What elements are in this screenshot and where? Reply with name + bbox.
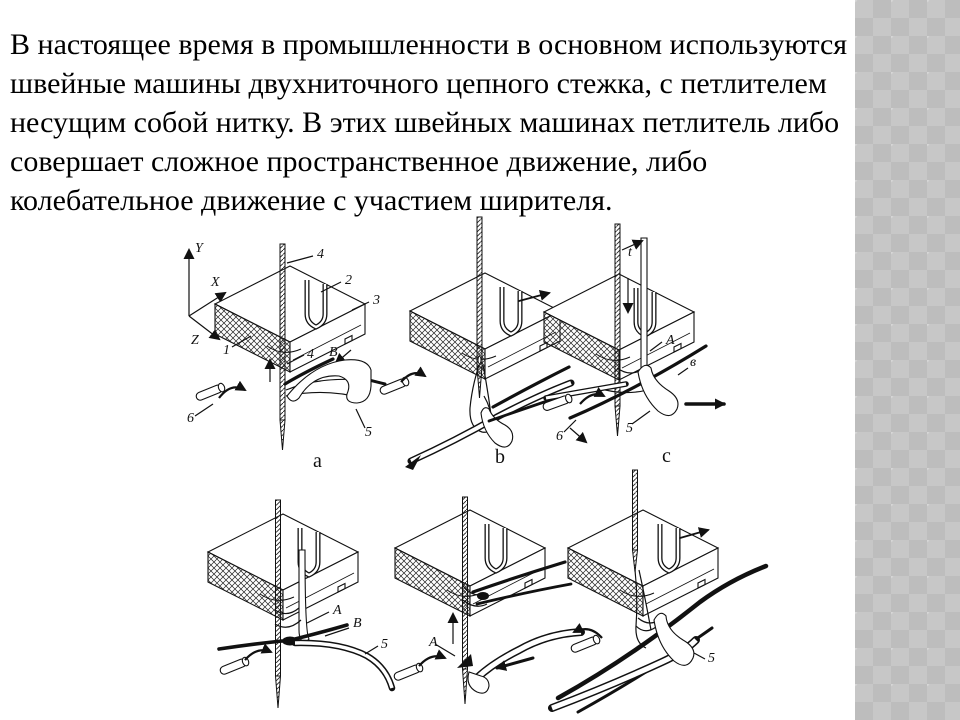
callouts: А [428,635,456,657]
coordinate-axes: Y X Z [183,241,227,348]
looper [548,612,700,712]
needle [614,223,621,437]
intro-line: В настоящее время в промышленности в осн… [10,28,848,61]
label-part-5: 5 [365,425,372,440]
intro-line: колебательное движение с участием ширите… [10,184,613,217]
widener-left [194,380,247,403]
label-part-2: 2 [345,273,352,288]
widener [218,643,273,677]
looper [637,364,679,417]
callouts: 5 [693,651,715,666]
looper [286,359,372,404]
label-part-3: 3 [372,293,380,308]
diagram-a: Y X Z [183,241,427,472]
feed-arrow [679,527,710,539]
looper-blade [298,549,310,644]
fabric-block [568,510,718,616]
axis-z-label: Z [191,333,199,348]
intro-line: совершает сложное пространственное движе… [10,145,708,178]
fabric-block [410,273,560,379]
fabric-block [395,510,545,616]
label-loop-a: А [665,333,675,348]
callouts: А в 5 6 [556,333,696,444]
diagram-d: А В 5 [208,499,396,709]
label-thread-b: В [329,345,338,360]
motion-arrow-left [495,656,535,671]
needle [461,496,469,705]
needle [279,243,286,451]
label-part-5: 5 [381,637,388,652]
caption-a: a [313,450,322,472]
feed-arrow [518,290,551,302]
axis-y-label: Y [195,241,205,256]
intro-paragraph: В настоящее время в промышленности в осн… [10,25,847,220]
diagram-e: А [392,496,585,705]
caption-b: b [495,446,505,468]
label-part-1: 1 [223,343,230,358]
threads [457,560,573,668]
label-loop-a: А [428,635,438,650]
diagram-f: 5 [548,469,769,714]
thread-knot [477,592,489,600]
label-part-6: 6 [556,429,563,444]
callouts: 4 2 3 1 4 В 5 6 [187,247,380,440]
widener [569,623,603,655]
looper [467,628,585,694]
label-thread-b: В [353,616,362,631]
widener [541,381,629,444]
label-thread-b: в [690,355,696,370]
decorative-diamond-sidebar [855,0,960,720]
intro-line: несущим собой нитку. В этих швейных маши… [10,106,840,139]
caption-c: c [662,445,671,467]
fabric-block [215,266,365,372]
widener-right [378,366,427,397]
intro-line: швейные машины двухниточного цепного сте… [10,67,827,100]
label-part-6: 6 [187,411,194,426]
label-part-5: 5 [626,421,633,436]
axis-x-label: X [210,275,220,290]
diagram-c: t А в 5 [541,223,726,467]
stitch-formation-figure: Y X Z [183,216,769,714]
needle [274,499,282,709]
label-part-4-top: 4 [317,247,324,262]
shift-arrow [621,239,644,251]
callouts: А В 5 [306,603,388,655]
widener [392,649,447,683]
needle [476,216,483,399]
needle [631,469,639,573]
label-part-4-mid: 4 [307,347,314,362]
label-part-5: 5 [708,651,715,666]
label-shift-t: t [628,245,633,260]
looper [291,639,396,692]
label-loop-a: А [332,603,342,618]
